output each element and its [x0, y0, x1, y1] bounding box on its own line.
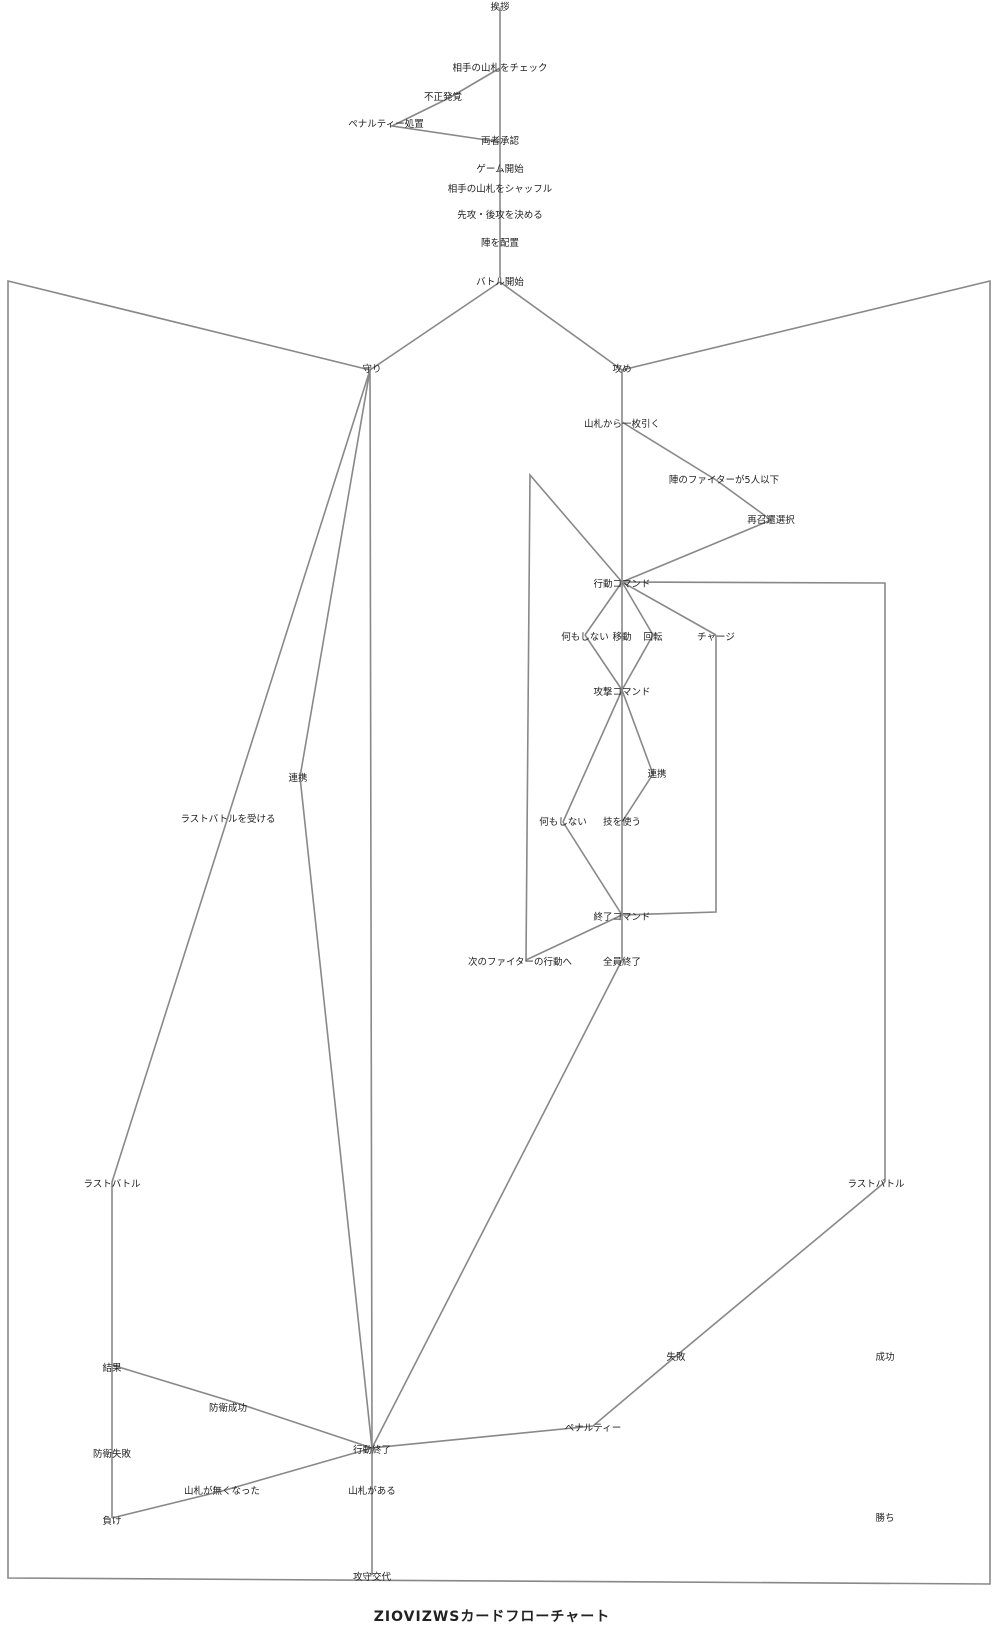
edge-end-nextfighter — [525, 472, 623, 962]
edge-outer-loop — [7, 279, 991, 1585]
node-deck-empty: 山札が無くなった — [184, 1485, 260, 1497]
node-fighters-under5: 陣のファイターが5人以下 — [669, 474, 779, 486]
node-defense-success: 防衛成功 — [209, 1402, 247, 1414]
edge-rotate-atkcmd — [621, 634, 654, 691]
node-turn-change: 攻守交代 — [353, 1571, 392, 1583]
node-attack: 攻め — [612, 363, 631, 375]
node-all-done: 全員終了 — [603, 956, 641, 968]
node-penalty-action: ペナルティー処置 — [348, 118, 423, 130]
edge-result-success — [111, 1364, 373, 1449]
node-game-start: ゲーム開始 — [476, 163, 524, 175]
node-win: 勝ち — [875, 1512, 894, 1524]
edge-combo-skill — [621, 773, 654, 915]
edge-alldone-actionend — [371, 959, 623, 1449]
node-draw-card: 山札から一枚引く — [584, 418, 660, 430]
node-attack-command: 攻撃コマンド — [593, 686, 650, 698]
node-last-battle-right: ラストバトル — [847, 1179, 905, 1190]
node-deploy-formation: 陣を配置 — [481, 237, 519, 249]
node-battle-start: バトル開始 — [476, 276, 524, 288]
edge-donothing-end — [562, 821, 623, 916]
node-shuffle-deck: 相手の山札をシャッフル — [448, 183, 553, 195]
node-combo-defense: 連携 — [288, 772, 307, 784]
edge-battle-attack — [499, 281, 623, 371]
node-action-command: 行動コマンド — [593, 578, 650, 590]
node-greeting: 挨拶 — [490, 1, 510, 13]
edge-defense-lastbattle — [111, 369, 371, 1518]
edge-charge-end — [621, 635, 717, 916]
node-defense-fail: 防衛失敗 — [93, 1448, 132, 1460]
node-do-nothing-2: 何もしない — [539, 816, 587, 828]
edge-defense-actionend — [369, 369, 373, 1449]
chart-title: ZIOVIZWSカードフローチャート — [374, 1609, 610, 1625]
edge-check-cheat — [389, 67, 501, 143]
edge-lastbattle-failure — [371, 1181, 886, 1449]
node-lose: 負け — [102, 1515, 121, 1527]
node-next-fighter: 次のファイターの行動へ — [468, 956, 573, 968]
node-action-end: 行動終了 — [353, 1444, 391, 1456]
node-failure: 失敗 — [666, 1351, 686, 1363]
edge-actionend-deckempty — [111, 1447, 373, 1519]
node-mutual-approval: 両者承認 — [481, 135, 520, 147]
node-defense: 守り — [362, 363, 381, 375]
edges — [7, 8, 991, 1585]
edge-atkcmd-donothing — [562, 689, 623, 823]
node-combo-attack: 連携 — [647, 768, 666, 780]
node-check-deck: 相手の山札をチェック — [452, 62, 547, 74]
node-deck-remaining: 山札がある — [348, 1485, 396, 1497]
node-last-battle-left: ラストバトル — [83, 1179, 141, 1190]
edge-donothing-atkcmd — [584, 634, 623, 691]
edge-draw-resummon — [621, 421, 773, 583]
node-penalty: ペナルティー — [565, 1423, 621, 1434]
node-move: 移動 — [612, 631, 631, 643]
node-resummon: 再召還選択 — [747, 514, 795, 526]
edge-atkcmd-combo — [621, 689, 654, 775]
node-use-skill: 技を使う — [603, 816, 641, 828]
edge-action-donothing — [584, 581, 623, 636]
nodes: 挨拶 相手の山札をチェック 不正発覚 ペナルティー処置 両者承認 ゲーム開始 相… — [83, 1, 905, 1583]
node-end-command: 終了コマンド — [593, 911, 650, 923]
edge-action-lastbattle — [621, 581, 886, 1182]
node-decide-order: 先攻・後攻を決める — [457, 209, 543, 221]
edge-action-rotate — [621, 581, 654, 636]
edge-battle-defense — [369, 281, 501, 371]
node-result: 結果 — [102, 1362, 122, 1374]
node-do-nothing-1: 何もしない — [561, 631, 609, 643]
node-receive-last-battle: ラストバトルを受ける — [180, 813, 275, 825]
edge-action-charge — [621, 581, 717, 636]
node-charge: チャージ — [697, 632, 735, 643]
edge-defense-combo — [299, 369, 373, 1449]
node-success: 成功 — [875, 1351, 894, 1363]
node-cheat-found: 不正発覚 — [424, 91, 463, 103]
node-rotate: 回転 — [643, 632, 663, 643]
